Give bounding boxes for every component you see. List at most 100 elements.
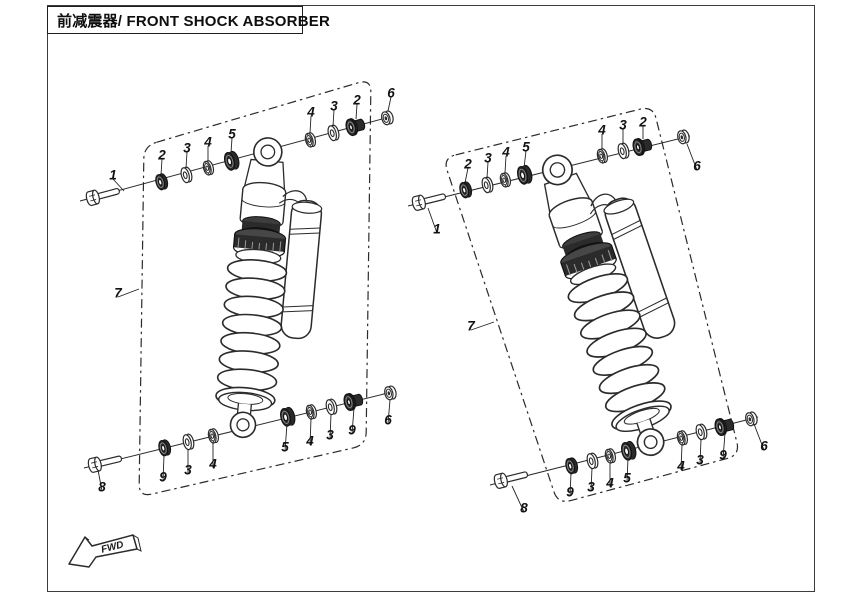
callout-leader-line bbox=[427, 207, 438, 234]
callout-leader-line bbox=[722, 432, 726, 460]
bolt bbox=[87, 455, 123, 473]
callout-leader-line bbox=[699, 438, 702, 465]
bolt bbox=[493, 471, 529, 490]
washer-ribbed bbox=[304, 132, 317, 148]
callout-number: 2 bbox=[463, 157, 472, 172]
callout-leader-line bbox=[185, 151, 188, 169]
callout-leader-line bbox=[511, 485, 525, 513]
callout-leader-line bbox=[387, 96, 392, 112]
remote-reservoir bbox=[278, 190, 323, 340]
callout-number: 4 bbox=[306, 105, 315, 120]
callout-leader-line bbox=[680, 444, 683, 471]
callout-leader-line bbox=[230, 137, 233, 154]
callout-number: 4 bbox=[597, 123, 606, 138]
callout-number: 1 bbox=[433, 222, 441, 237]
washer-plain bbox=[481, 176, 494, 194]
callout-leader-line bbox=[569, 472, 572, 497]
page-title: 前减震器/ FRONT SHOCK ABSORBER bbox=[57, 12, 330, 30]
callout-leader-line bbox=[351, 407, 355, 435]
bushing-dark bbox=[517, 164, 533, 185]
washer-plain bbox=[586, 452, 599, 470]
nut bbox=[677, 129, 690, 145]
callout-leader-line bbox=[504, 155, 507, 174]
washer-ribbed bbox=[207, 428, 220, 444]
callout-number: 6 bbox=[384, 413, 392, 428]
callout-number: 3 bbox=[619, 118, 627, 133]
washer-ribbed bbox=[499, 172, 512, 188]
callout-leader-line bbox=[329, 413, 332, 440]
callout-number: 3 bbox=[587, 480, 595, 495]
callout-leader-line bbox=[112, 178, 125, 192]
washer-plain bbox=[695, 423, 708, 441]
washer-plain bbox=[180, 166, 193, 184]
washer-dark bbox=[158, 439, 172, 457]
callout-leader-line bbox=[626, 457, 629, 483]
callout-number: 2 bbox=[638, 115, 647, 130]
cap-dark bbox=[632, 138, 653, 157]
callout-number: 2 bbox=[157, 148, 166, 163]
callout-leader-line bbox=[162, 454, 165, 482]
callout-number: 9 bbox=[719, 448, 727, 463]
bottom-eye-mount bbox=[636, 428, 665, 457]
washer-ribbed bbox=[596, 148, 609, 164]
callout-number: 5 bbox=[522, 140, 530, 155]
assembly-frame bbox=[445, 107, 739, 502]
washer-dark bbox=[459, 181, 473, 199]
callout-number: 3 bbox=[183, 141, 191, 156]
callout-number: 8 bbox=[520, 501, 528, 516]
callout-number: 4 bbox=[208, 457, 217, 472]
callout-number: 3 bbox=[696, 453, 704, 468]
nut bbox=[384, 385, 397, 401]
washer-dark bbox=[155, 173, 169, 191]
callout-number: 5 bbox=[228, 127, 236, 142]
washer-ribbed bbox=[202, 160, 215, 176]
callout-number: 7 bbox=[114, 286, 123, 301]
callout-number: 5 bbox=[281, 440, 289, 455]
cap-dark bbox=[345, 118, 366, 137]
callout-leader-line bbox=[332, 109, 335, 127]
washer-plain bbox=[327, 124, 340, 142]
callout-leader-line bbox=[686, 143, 698, 171]
washer-dark bbox=[565, 457, 579, 475]
callout-number: 4 bbox=[305, 434, 314, 449]
callout-leader-line bbox=[753, 423, 765, 451]
callout-number: 8 bbox=[98, 480, 106, 495]
title-box: 前减震器/ FRONT SHOCK ABSORBER bbox=[47, 6, 330, 34]
callout-leader-line bbox=[97, 469, 103, 492]
callout-number: 6 bbox=[693, 159, 701, 174]
washer-ribbed bbox=[305, 404, 318, 420]
shock-absorber-drawing bbox=[215, 137, 323, 439]
callout-number: 7 bbox=[467, 319, 476, 334]
callout-number: 4 bbox=[605, 476, 614, 491]
coil-spring bbox=[567, 272, 672, 431]
bushing-dark bbox=[621, 440, 637, 461]
fwd-arrow: FWD bbox=[68, 534, 142, 568]
callout-number: 3 bbox=[484, 151, 492, 166]
callout-leader-line bbox=[464, 167, 469, 184]
callout-leader-line bbox=[355, 103, 358, 120]
cap-dark bbox=[714, 418, 735, 437]
cap-dark bbox=[343, 393, 364, 412]
callout-leader-line bbox=[470, 321, 495, 331]
callout-leader-line bbox=[590, 467, 593, 492]
washer-ribbed bbox=[604, 448, 617, 464]
callout-number: 4 bbox=[203, 135, 212, 150]
callout-number: 5 bbox=[623, 471, 631, 486]
preload-adjuster bbox=[560, 242, 617, 280]
callout-leader-line bbox=[284, 423, 288, 452]
remote-reservoir bbox=[589, 193, 676, 339]
shock-absorber-drawing bbox=[541, 154, 676, 457]
callout-number: 4 bbox=[501, 145, 510, 160]
callout-number: 9 bbox=[159, 470, 167, 485]
callout-number: 6 bbox=[760, 439, 768, 454]
callout-leader-line bbox=[309, 418, 312, 446]
bolt bbox=[85, 188, 120, 207]
top-eye-mount bbox=[253, 137, 283, 167]
callout-number: 6 bbox=[387, 86, 395, 101]
callout-number: 3 bbox=[330, 99, 338, 114]
coil-spring bbox=[215, 259, 288, 410]
